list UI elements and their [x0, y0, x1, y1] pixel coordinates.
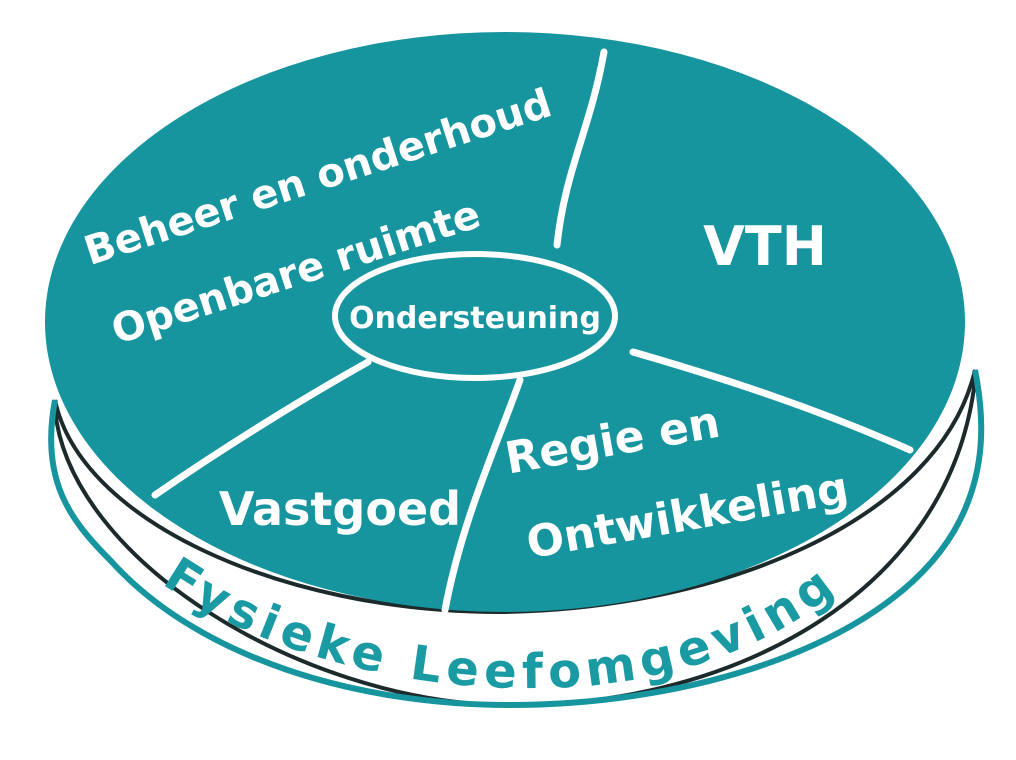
- divider-left: [151, 358, 372, 499]
- divider-bottom: [441, 376, 524, 614]
- platform-base: [48, 369, 985, 709]
- center-label: Ondersteuning: [349, 301, 601, 336]
- center-hub: [332, 251, 618, 381]
- segment-vastgoed: Vastgoed: [219, 482, 461, 536]
- segment-dividers: [151, 48, 914, 614]
- segment-vth: VTH: [703, 215, 827, 278]
- divider-top: [553, 48, 608, 249]
- divider-right: [629, 348, 914, 454]
- rim-outer-edge: [48, 369, 985, 709]
